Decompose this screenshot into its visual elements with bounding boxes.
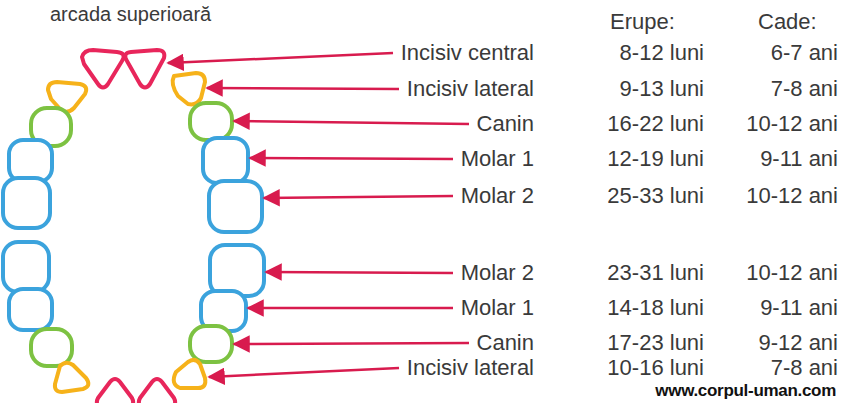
leader-arrow xyxy=(264,196,453,198)
shedding-age: 9-11 ani xyxy=(760,146,838,171)
column-header: Erupe: xyxy=(610,9,675,34)
arch-title: arcada superioară xyxy=(50,3,211,26)
molar xyxy=(203,138,248,183)
molar xyxy=(209,181,262,232)
central-incisor xyxy=(139,379,175,403)
canine xyxy=(190,103,232,140)
tooth-name: Molar 1 xyxy=(461,146,534,171)
eruption-age: 10-16 luni xyxy=(607,355,704,380)
lateral-incisor xyxy=(173,73,205,104)
eruption-age: 8-12 luni xyxy=(620,40,704,65)
leader-arrow xyxy=(266,272,453,273)
molar xyxy=(3,242,49,292)
leader-arrow xyxy=(207,88,399,89)
shedding-age: 7-8 ani xyxy=(771,76,838,101)
eruption-age: 9-13 luni xyxy=(620,76,704,101)
leader-arrow xyxy=(168,53,393,63)
lateral-incisor xyxy=(55,363,89,392)
tooth-name: Molar 2 xyxy=(461,183,534,208)
shedding-age: 10-12 ani xyxy=(746,111,838,136)
shedding-age: 10-12 ani xyxy=(746,183,838,208)
shedding-age: 6-7 ani xyxy=(771,40,838,65)
tooth-name: Incisiv central xyxy=(401,40,534,65)
central-incisor xyxy=(97,379,133,403)
leader-arrow xyxy=(209,368,399,377)
molar xyxy=(210,245,264,296)
eruption-age: 14-18 luni xyxy=(607,295,704,320)
eruption-age: 25-33 luni xyxy=(607,183,704,208)
tooth-name: Canin xyxy=(477,330,534,355)
shedding-age: 7-8 ani xyxy=(771,355,838,380)
central-incisor xyxy=(125,50,164,88)
lateral-incisor xyxy=(174,360,206,388)
shedding-age: 9-12 ani xyxy=(758,330,838,355)
shedding-age: 9-11 ani xyxy=(760,295,838,320)
leader-arrow xyxy=(234,343,469,344)
eruption-age: 12-19 luni xyxy=(607,146,704,171)
eruption-age: 16-22 luni xyxy=(607,111,704,136)
shedding-age: 10-12 ani xyxy=(746,260,838,285)
tooth-name: Molar 2 xyxy=(461,260,534,285)
central-incisor xyxy=(82,50,124,88)
tooth-name: Incisiv lateral xyxy=(407,355,534,380)
canine xyxy=(190,326,232,362)
eruption-age: 17-23 luni xyxy=(607,330,704,355)
column-header: Cade: xyxy=(758,9,817,34)
tooth-name: Incisiv lateral xyxy=(407,76,534,101)
tooth-name: Molar 1 xyxy=(461,295,534,320)
leader-arrow xyxy=(250,158,453,159)
molar xyxy=(9,140,52,182)
leader-arrow xyxy=(234,121,469,124)
watermark: www.corpul-uman.com xyxy=(653,381,838,401)
molar xyxy=(3,178,50,228)
tooth-name: Canin xyxy=(477,111,534,136)
eruption-age: 23-31 luni xyxy=(607,260,704,285)
canine xyxy=(31,329,72,366)
leader-arrow xyxy=(248,307,453,310)
molar xyxy=(9,289,52,330)
